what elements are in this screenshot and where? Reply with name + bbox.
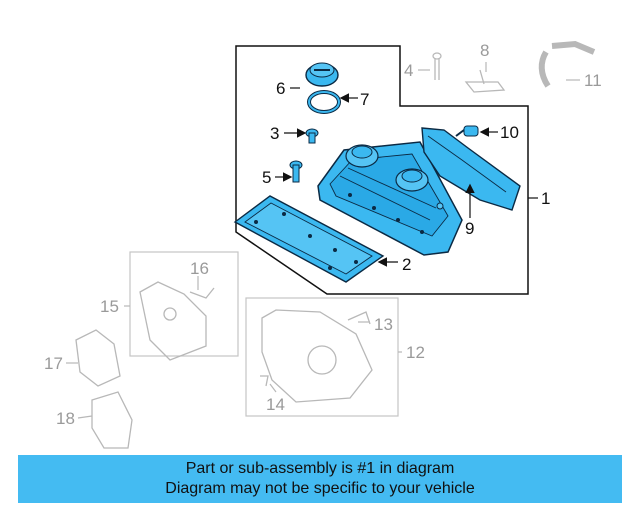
info-banner: Part or sub-assembly is #1 in diagram Di… (18, 455, 622, 503)
callout-11[interactable]: 11 (584, 71, 602, 90)
faded-parts (75, 40, 596, 449)
callout-17[interactable]: 17 (44, 354, 63, 373)
part-16-sketch (189, 287, 215, 299)
bolt-5[interactable] (289, 160, 303, 183)
valve-cover[interactable] (317, 141, 463, 256)
bracket-8-sketch (464, 69, 506, 93)
callout-4[interactable]: 4 (404, 61, 413, 80)
callout-15[interactable]: 15 (100, 297, 119, 316)
callout-7[interactable]: 7 (360, 90, 369, 109)
part-18-sketch (91, 391, 133, 449)
assembly-1-outline (235, 45, 529, 295)
callout-2[interactable]: 2 (402, 255, 411, 274)
cover-12-sketch (261, 309, 373, 403)
callout-3[interactable]: 3 (270, 124, 279, 143)
bolt-4-sketch (432, 52, 442, 80)
cap-seal[interactable] (307, 90, 341, 114)
heat-shield[interactable] (421, 127, 521, 211)
cover-15-sketch (139, 281, 207, 361)
group-12-box (245, 297, 399, 417)
callout-9[interactable]: 9 (465, 219, 474, 238)
callout-1[interactable]: 1 (541, 189, 550, 208)
callout-labels: 1 2 3 4 5 6 7 8 9 10 11 12 13 14 15 16 1… (44, 41, 602, 428)
callout-8[interactable]: 8 (480, 41, 489, 60)
callout-18[interactable]: 18 (56, 409, 75, 428)
callout-12[interactable]: 12 (406, 343, 425, 362)
part-17-sketch (75, 329, 121, 387)
parts-diagram: 1 2 3 4 5 6 7 8 9 10 11 12 13 14 15 16 1… (44, 40, 602, 449)
callout-14[interactable]: 14 (266, 395, 285, 414)
callout-16[interactable]: 16 (190, 259, 209, 278)
bolt-14-sketch (260, 375, 269, 387)
leader-lines (66, 62, 580, 419)
group-15-box (129, 251, 239, 357)
callout-13[interactable]: 13 (374, 315, 393, 334)
callout-6[interactable]: 6 (276, 79, 285, 98)
oil-filler-cap[interactable] (305, 62, 339, 87)
callout-10[interactable]: 10 (500, 123, 519, 142)
part-13-sketch (347, 311, 371, 325)
bolt-3[interactable] (305, 128, 319, 144)
banner-line-2: Diagram may not be specific to your vehi… (165, 480, 475, 497)
sensor-10[interactable] (455, 125, 479, 137)
banner-line-1: Part or sub-assembly is #1 in diagram (185, 460, 455, 477)
hose-11-sketch (538, 40, 596, 88)
callout-5[interactable]: 5 (262, 168, 271, 187)
valve-cover-gasket[interactable] (233, 195, 385, 283)
